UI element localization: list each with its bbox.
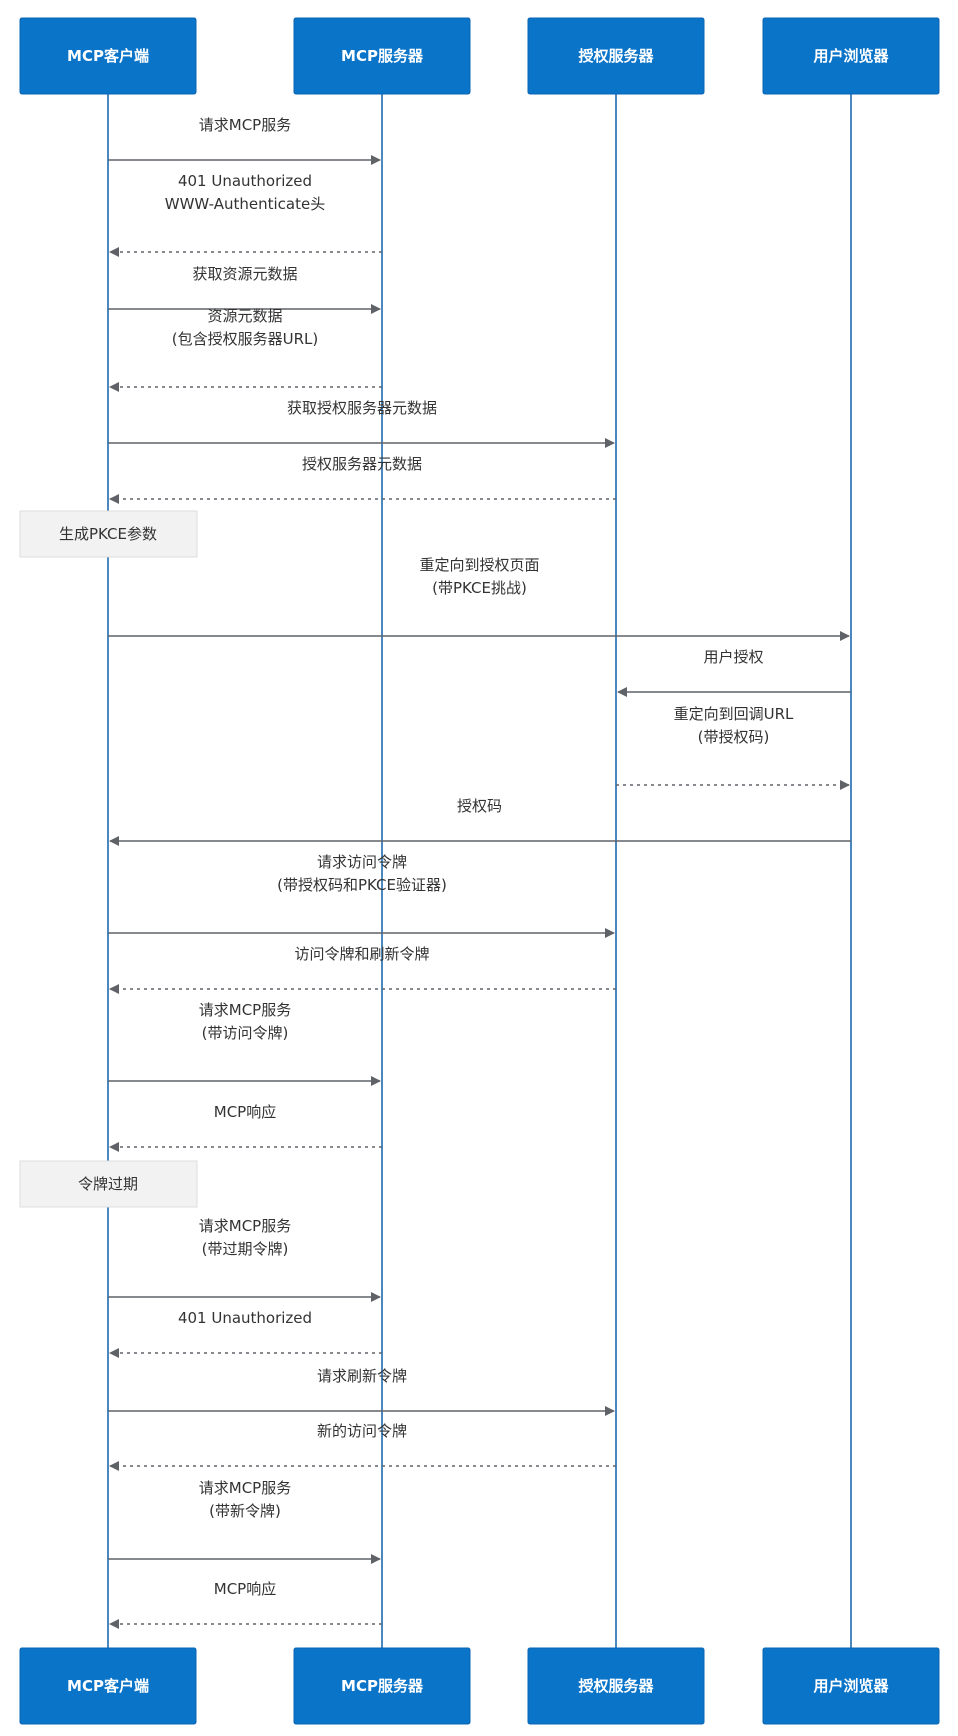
message-auth-to-browser: 重定向到回调URL (带授权码) (616, 705, 850, 790)
note: 令牌过期 (19, 1160, 198, 1208)
message-label: MCP响应 (214, 1580, 276, 1598)
message-server-to-client: MCP响应 (109, 1580, 382, 1629)
participant-label: 授权服务器 (578, 47, 654, 65)
message-client-to-server: 请求MCP服务 (108, 116, 381, 165)
participant-label: 用户浏览器 (813, 1677, 889, 1695)
message-label: 请求访问令牌 (317, 853, 407, 871)
message-client-to-auth: 获取授权服务器元数据 (108, 399, 615, 448)
note-label: 生成PKCE参数 (59, 525, 157, 543)
message-label: 资源元数据 (207, 307, 282, 325)
message-label: 重定向到回调URL (674, 705, 794, 723)
message-label: 新的访问令牌 (317, 1422, 407, 1440)
message-label: (带访问令牌) (202, 1024, 289, 1042)
participant-label: MCP服务器 (341, 1677, 424, 1695)
participant-box (293, 1647, 471, 1725)
message-label: 用户授权 (703, 648, 763, 666)
participant-label: MCP客户端 (67, 47, 149, 65)
message-label: 授权服务器元数据 (302, 455, 422, 473)
participant-server-top: MCP服务器 (293, 17, 471, 95)
message-label: 请求MCP服务 (199, 1479, 291, 1497)
message-label: MCP响应 (214, 1103, 276, 1121)
message-client-to-server: 获取资源元数据 (108, 265, 381, 314)
message-label: (带过期令牌) (202, 1240, 289, 1258)
participant-server-bottom: MCP服务器 (293, 1647, 471, 1725)
note-label: 令牌过期 (78, 1175, 138, 1193)
participant-box (527, 17, 705, 95)
message-server-to-client: MCP响应 (109, 1103, 382, 1152)
participant-label: MCP服务器 (341, 47, 424, 65)
participant-client-top: MCP客户端 (19, 17, 197, 95)
message-client-to-browser: 重定向到授权页面 (带PKCE挑战) (108, 556, 850, 641)
message-label: 401 Unauthorized (178, 172, 312, 190)
participant-label: 用户浏览器 (813, 47, 889, 65)
participant-browser-top: 用户浏览器 (762, 17, 940, 95)
message-client-to-server: 请求MCP服务 (带新令牌) (108, 1479, 381, 1564)
participant-box (527, 1647, 705, 1725)
message-client-to-server: 请求MCP服务 (带访问令牌) (108, 1001, 381, 1086)
message-label: (带授权码) (698, 728, 770, 746)
message-label: 请求MCP服务 (199, 116, 291, 134)
message-client-to-server: 请求MCP服务 (带过期令牌) (108, 1217, 381, 1302)
participant-box (19, 1647, 197, 1725)
message-label: WWW-Authenticate头 (165, 195, 325, 213)
message-browser-to-auth: 用户授权 (617, 648, 851, 697)
message-label: 请求刷新令牌 (317, 1367, 407, 1385)
participant-label: 授权服务器 (578, 1677, 654, 1695)
participant-client-bottom: MCP客户端 (19, 1647, 197, 1725)
message-auth-to-client: 授权服务器元数据 (109, 455, 616, 504)
participant-label: MCP客户端 (67, 1677, 149, 1695)
message-auth-to-client: 访问令牌和刷新令牌 (109, 945, 616, 994)
message-client-to-auth: 请求访问令牌 (带授权码和PKCE验证器) (108, 853, 615, 938)
participant-box (293, 17, 471, 95)
message-label: 请求MCP服务 (199, 1217, 291, 1235)
message-auth-to-client: 新的访问令牌 (109, 1422, 616, 1471)
message-server-to-client: 资源元数据 (包含授权服务器URL) (109, 307, 382, 392)
note-box (19, 510, 198, 558)
participant-box (19, 17, 197, 95)
participant-box (762, 17, 940, 95)
participant-auth-top: 授权服务器 (527, 17, 705, 95)
message-label: 请求MCP服务 (199, 1001, 291, 1019)
message-label: 获取资源元数据 (192, 265, 297, 283)
message-server-to-client: 401 Unauthorized (109, 1309, 382, 1358)
message-label: 401 Unauthorized (178, 1309, 312, 1327)
message-label: 访问令牌和刷新令牌 (294, 945, 429, 963)
message-label: (带新令牌) (209, 1502, 281, 1520)
message-label: (带PKCE挑战) (432, 579, 527, 597)
participant-auth-bottom: 授权服务器 (527, 1647, 705, 1725)
participant-box (762, 1647, 940, 1725)
message-client-to-auth: 请求刷新令牌 (108, 1367, 615, 1416)
participant-browser-bottom: 用户浏览器 (762, 1647, 940, 1725)
message-label: (带授权码和PKCE验证器) (277, 876, 447, 894)
note-box (19, 1160, 198, 1208)
message-label: 授权码 (457, 797, 502, 815)
message-label: 获取授权服务器元数据 (287, 399, 437, 417)
message-browser-to-client: 授权码 (109, 797, 851, 846)
note: 生成PKCE参数 (19, 510, 198, 558)
message-label: (包含授权服务器URL) (172, 330, 318, 348)
message-label: 重定向到授权页面 (419, 556, 539, 574)
